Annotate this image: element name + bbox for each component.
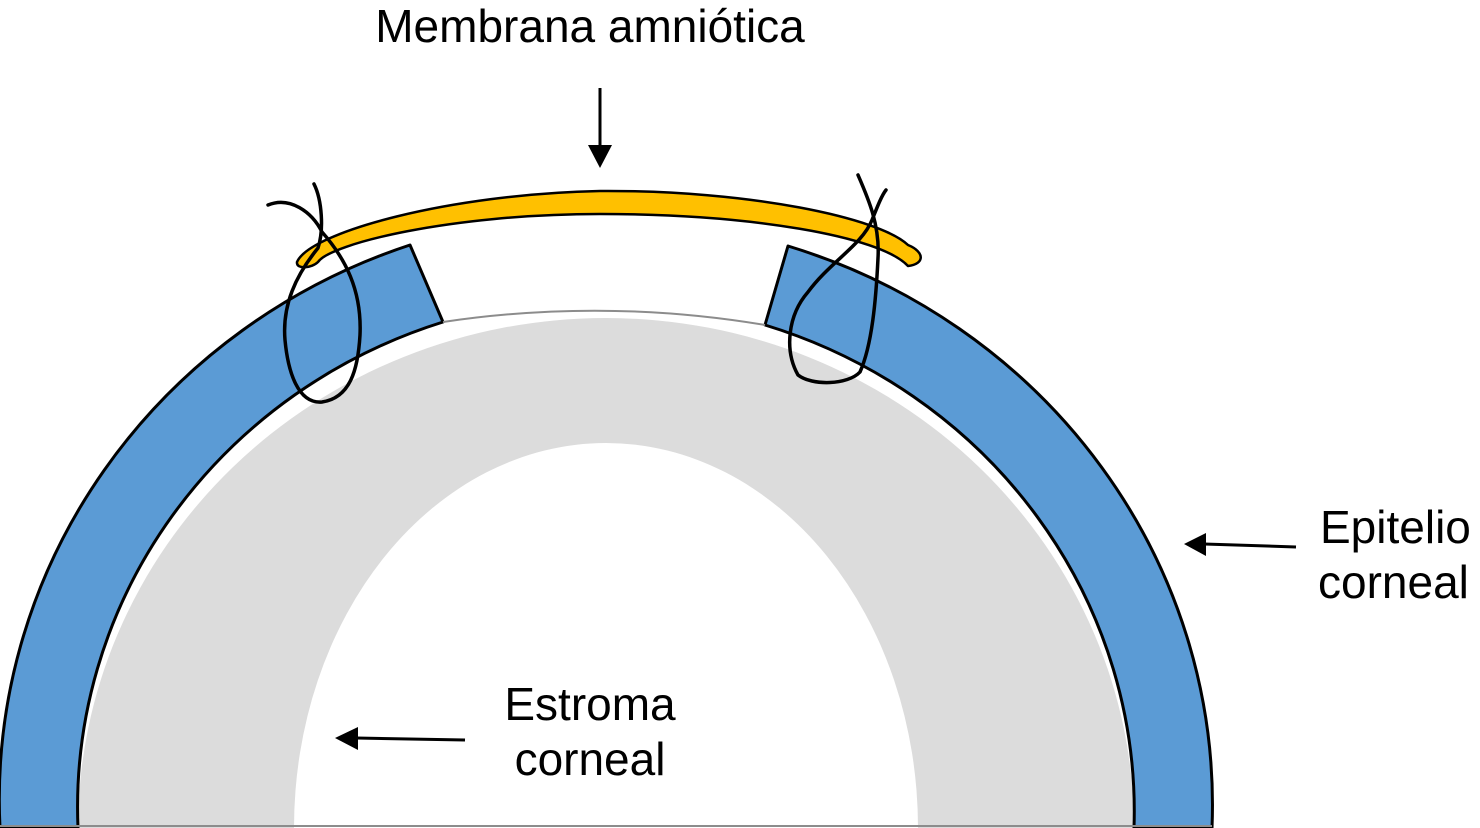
arrow-epithelium: [1184, 533, 1297, 556]
stroma-surface-line: [442, 309, 766, 326]
arrow-amniotic-membrane: [588, 88, 612, 168]
label-stroma-line2: corneal: [515, 733, 666, 785]
corneal-epithelium-left: [0, 243, 445, 828]
label-epithelium-line2: corneal: [1318, 556, 1469, 608]
label-amniotic-membrane: Membrana amniótica: [375, 0, 805, 52]
suture-right: [787, 173, 888, 385]
amniotic-membrane: [295, 189, 922, 269]
corneal-stroma: [78, 318, 1134, 828]
label-stroma-line1: Estroma: [504, 678, 676, 730]
suture-left: [266, 182, 362, 404]
label-epithelium-line1: Epitelio: [1320, 501, 1471, 553]
arrow-stroma: [335, 727, 466, 750]
